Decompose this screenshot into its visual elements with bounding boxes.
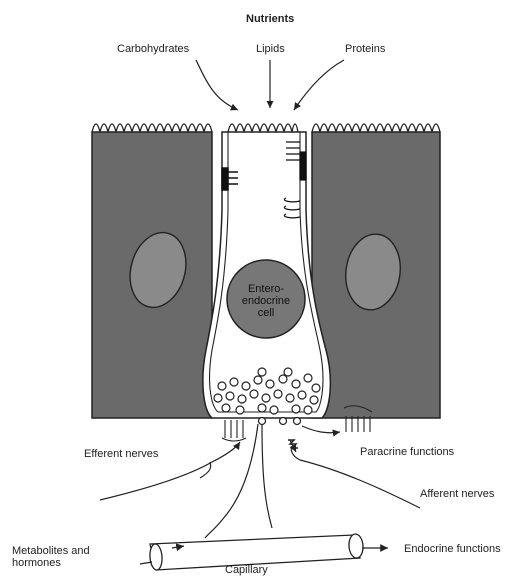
label-capillary: Capillary: [225, 564, 268, 576]
label-endocrine-functions: Endocrine functions: [404, 543, 501, 555]
left-microvilli: [92, 124, 212, 132]
label-proteins: Proteins: [345, 43, 385, 55]
label-lipids: Lipids: [256, 43, 285, 55]
right-epithelial-cell: [312, 124, 440, 418]
label-efferent-nerves: Efferent nerves: [84, 448, 158, 460]
paracrine-arrow: [302, 426, 340, 433]
nutrient-arrows: [196, 60, 344, 110]
cell-label-line2: endocrine: [234, 295, 298, 307]
label-carbohydrates: Carbohydrates: [117, 43, 189, 55]
cell-label-line3: cell: [234, 307, 298, 319]
label-afferent-nerves: Afferent nerves: [420, 488, 494, 500]
cell-label-line1: Entero-: [234, 283, 298, 295]
title-nutrients: Nutrients: [246, 13, 294, 25]
apical-microvilli: [228, 124, 298, 132]
label-metabolites: Metabolites and hormones: [12, 545, 90, 569]
right-microvilli: [312, 124, 440, 132]
cell-label: Entero- endocrine cell: [234, 283, 298, 319]
label-paracrine-functions: Paracrine functions: [360, 446, 454, 458]
enteroendocrine-cell: [203, 124, 330, 425]
label-metabolites-line2: hormones: [12, 557, 90, 569]
label-metabolites-line1: Metabolites and: [12, 545, 90, 557]
left-epithelial-cell: [92, 124, 212, 418]
